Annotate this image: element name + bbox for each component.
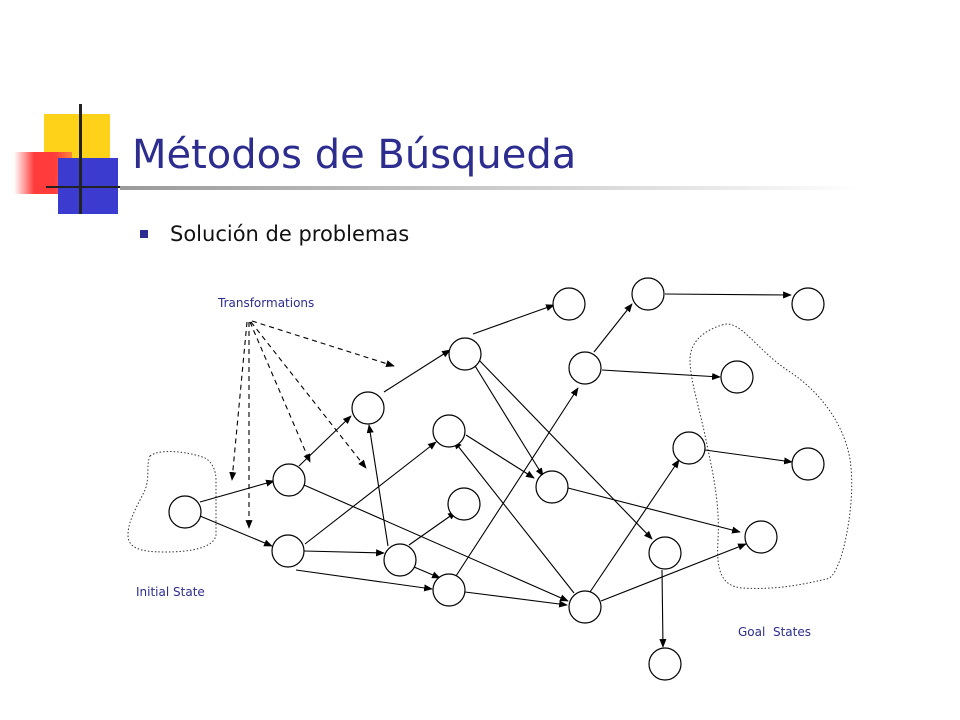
- state-node: [351, 391, 385, 425]
- goal-state-node: [744, 520, 778, 554]
- state-node: [448, 337, 482, 371]
- bullet-text: Solución de problemas: [170, 222, 410, 246]
- edge: [464, 591, 568, 608]
- goal-state-node: [720, 360, 754, 394]
- edge: [199, 479, 275, 503]
- edge: [303, 549, 385, 557]
- edge: [475, 356, 653, 540]
- edge: [455, 387, 579, 577]
- transformation-arrow: [251, 320, 395, 367]
- edge: [659, 569, 667, 648]
- edge: [600, 543, 747, 602]
- edge: [453, 440, 575, 594]
- edge: [304, 441, 437, 545]
- state-node: [271, 534, 305, 568]
- transformation-arrow: [229, 321, 248, 481]
- state-node-initial: [168, 495, 202, 529]
- goal-state-node: [791, 287, 825, 321]
- edge: [471, 360, 544, 477]
- edge: [199, 515, 273, 547]
- slide-title: Métodos de Búsqueda: [132, 132, 577, 178]
- state-node: [432, 573, 466, 607]
- state-node: [432, 414, 466, 448]
- state-node: [648, 536, 682, 570]
- state-node: [383, 543, 417, 577]
- decor-horizontal-line: [46, 186, 130, 188]
- edge: [601, 369, 721, 381]
- title-underline: [120, 186, 860, 190]
- transformations-label: Transformations: [217, 296, 314, 310]
- goal-states-label: Goal States: [738, 625, 811, 639]
- edges: [199, 291, 793, 648]
- goal-states-region: [689, 323, 853, 589]
- edge: [295, 569, 433, 592]
- edge: [413, 566, 441, 579]
- nodes: [168, 277, 825, 681]
- state-node: [568, 351, 602, 385]
- edge: [298, 415, 352, 467]
- bullet-item: Solución de problemas: [140, 222, 409, 246]
- state-node: [648, 647, 682, 681]
- state-node: [447, 487, 481, 521]
- bullet-marker: [140, 230, 148, 238]
- state-node: [568, 590, 602, 624]
- decor-vertical-line: [79, 104, 82, 214]
- edge: [408, 511, 457, 546]
- edge: [664, 291, 792, 299]
- edge: [567, 487, 741, 534]
- state-node: [535, 470, 569, 504]
- state-node: [272, 463, 306, 497]
- edge: [465, 434, 535, 479]
- edge: [303, 484, 569, 602]
- transformation-arrow: [249, 321, 311, 463]
- edge: [593, 303, 633, 353]
- edge: [589, 459, 680, 593]
- edge: [472, 304, 555, 335]
- state-node: [552, 287, 586, 321]
- edge: [383, 349, 451, 393]
- transformation-arrow: [250, 321, 367, 469]
- initial-state-label: Initial State: [136, 585, 205, 599]
- state-node: [672, 431, 706, 465]
- goal-state-node: [791, 447, 825, 481]
- edge: [366, 424, 389, 547]
- initial-state-region: [127, 451, 217, 553]
- state-node: [631, 277, 665, 311]
- edge: [704, 449, 793, 465]
